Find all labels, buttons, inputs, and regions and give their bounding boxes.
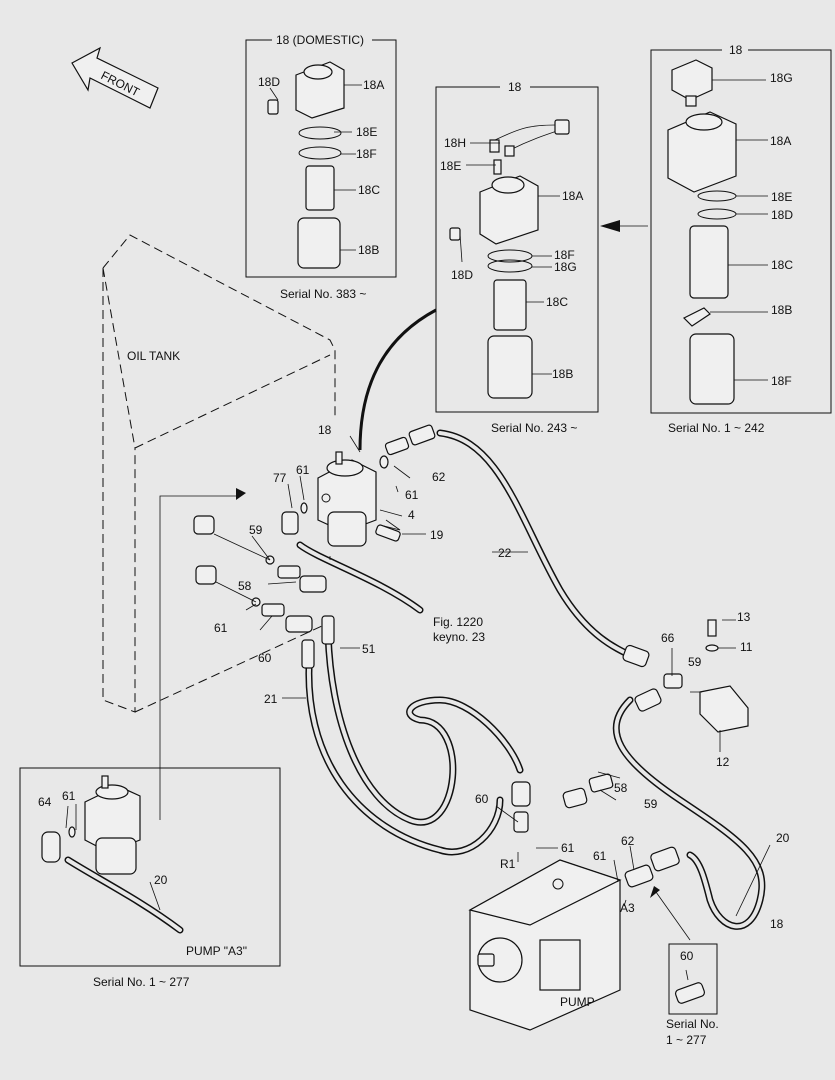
r-18F: 18F: [771, 374, 792, 388]
d-18D: 18D: [258, 75, 280, 89]
serial-no-label: Serial No.: [666, 1017, 719, 1031]
fig-ref-2: keyno. 23: [433, 630, 485, 644]
m-18H: 18H: [444, 136, 466, 150]
c18: 18: [318, 423, 332, 437]
pump-a3-inset: [19, 488, 281, 967]
oil-tank-outline: [102, 234, 336, 713]
c61d: 61: [561, 841, 575, 855]
d-18F: 18F: [356, 147, 377, 161]
serial-243: Serial No. 243 ~: [491, 421, 577, 435]
c61b: 61: [405, 488, 419, 502]
c64: 64: [38, 795, 52, 809]
r-18G: 18G: [770, 71, 793, 85]
m-18B: 18B: [552, 367, 573, 381]
c58b: 58: [614, 781, 628, 795]
r-18E: 18E: [771, 190, 792, 204]
main-filter: [317, 451, 377, 547]
pump-label: PUMP: [560, 995, 595, 1009]
serial-1-277: Serial No. 1 ~ 277: [93, 975, 190, 989]
d-18B: 18B: [358, 243, 379, 257]
r-18B: 18B: [771, 303, 792, 317]
box18-title: 18: [508, 80, 522, 94]
c12: 12: [716, 755, 730, 769]
arrow-icon: [600, 220, 620, 232]
d-18A: 18A: [363, 78, 384, 92]
oil-tank-label: OIL TANK: [127, 349, 180, 363]
c77: 77: [273, 471, 287, 485]
middle-inset: 18 18H 18E 18A 18D 18F 18G 18C 18B: [435, 80, 599, 413]
hoses: [296, 429, 766, 930]
c66: 66: [661, 631, 675, 645]
m-18A: 18A: [562, 189, 583, 203]
c61f: 61: [62, 789, 76, 803]
r-18C: 18C: [771, 258, 793, 272]
r-18A: 18A: [770, 134, 791, 148]
fitting-inset: [650, 886, 718, 1015]
d-18C: 18C: [358, 183, 380, 197]
serial-1-242: Serial No. 1 ~ 242: [668, 421, 765, 435]
c61c: 61: [214, 621, 228, 635]
c60a: 60: [258, 651, 272, 665]
m-18D: 18D: [451, 268, 473, 282]
c20a: 20: [776, 831, 790, 845]
c11: 11: [740, 640, 753, 654]
cR1: R1: [500, 857, 516, 871]
serial-1-277b: 1 ~ 277: [666, 1033, 707, 1047]
c20b: 20: [154, 873, 168, 887]
m-18E: 18E: [440, 159, 461, 173]
c59a: 59: [249, 523, 263, 537]
c62b: 62: [621, 834, 635, 848]
m-18C: 18C: [546, 295, 568, 309]
r-18D: 18D: [771, 208, 793, 222]
c19: 19: [430, 528, 444, 542]
fig-ref-1: Fig. 1220: [433, 615, 483, 629]
c60c: 60: [680, 949, 694, 963]
m-18G: 18G: [554, 260, 577, 274]
c62a: 62: [432, 470, 446, 484]
right-inset: 18 18G 18A 18E 18D 18C 18B 18F: [650, 43, 832, 414]
box18r-title: 18: [729, 43, 743, 57]
c21: 21: [264, 692, 278, 706]
pump: [468, 859, 622, 1031]
domestic-inset: 18 (DOMESTIC) 18D 18A 18E 18F 18C 18B: [245, 33, 397, 278]
d-18E: 18E: [356, 125, 377, 139]
serial-383: Serial No. 383 ~: [280, 287, 366, 301]
c60b: 60: [475, 792, 489, 806]
pump-a3-label: PUMP "A3": [186, 944, 247, 958]
cA3: A3: [620, 901, 635, 915]
detail-leader: [358, 308, 437, 451]
front-arrow-icon: FRONT: [71, 46, 159, 109]
c59c: 59: [644, 797, 658, 811]
c58a: 58: [238, 579, 252, 593]
c61a: 61: [296, 463, 310, 477]
c18b: 18: [770, 917, 784, 931]
c4: 4: [408, 508, 415, 522]
m-18F: 18F: [554, 248, 575, 262]
c51: 51: [362, 642, 376, 656]
c13: 13: [737, 610, 751, 624]
c61e: 61: [593, 849, 607, 863]
c22: 22: [498, 546, 512, 560]
fittings: [193, 424, 749, 1004]
domestic-title: 18 (DOMESTIC): [276, 33, 364, 47]
c59b: 59: [688, 655, 702, 669]
